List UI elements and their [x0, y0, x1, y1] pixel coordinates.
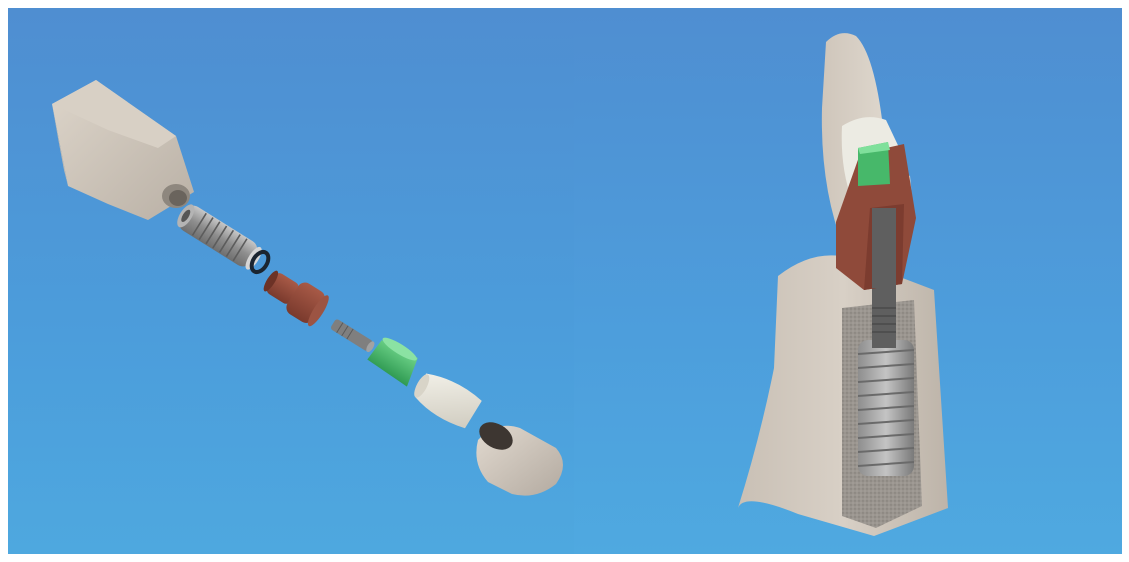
exploded-view-illustration — [8, 8, 578, 554]
retention-cap — [858, 142, 890, 186]
implant-fixture — [858, 340, 914, 476]
sectional-view-illustration — [574, 8, 1122, 554]
exploded-view-panel — [8, 8, 578, 554]
sectional-view-panel — [574, 8, 1122, 554]
